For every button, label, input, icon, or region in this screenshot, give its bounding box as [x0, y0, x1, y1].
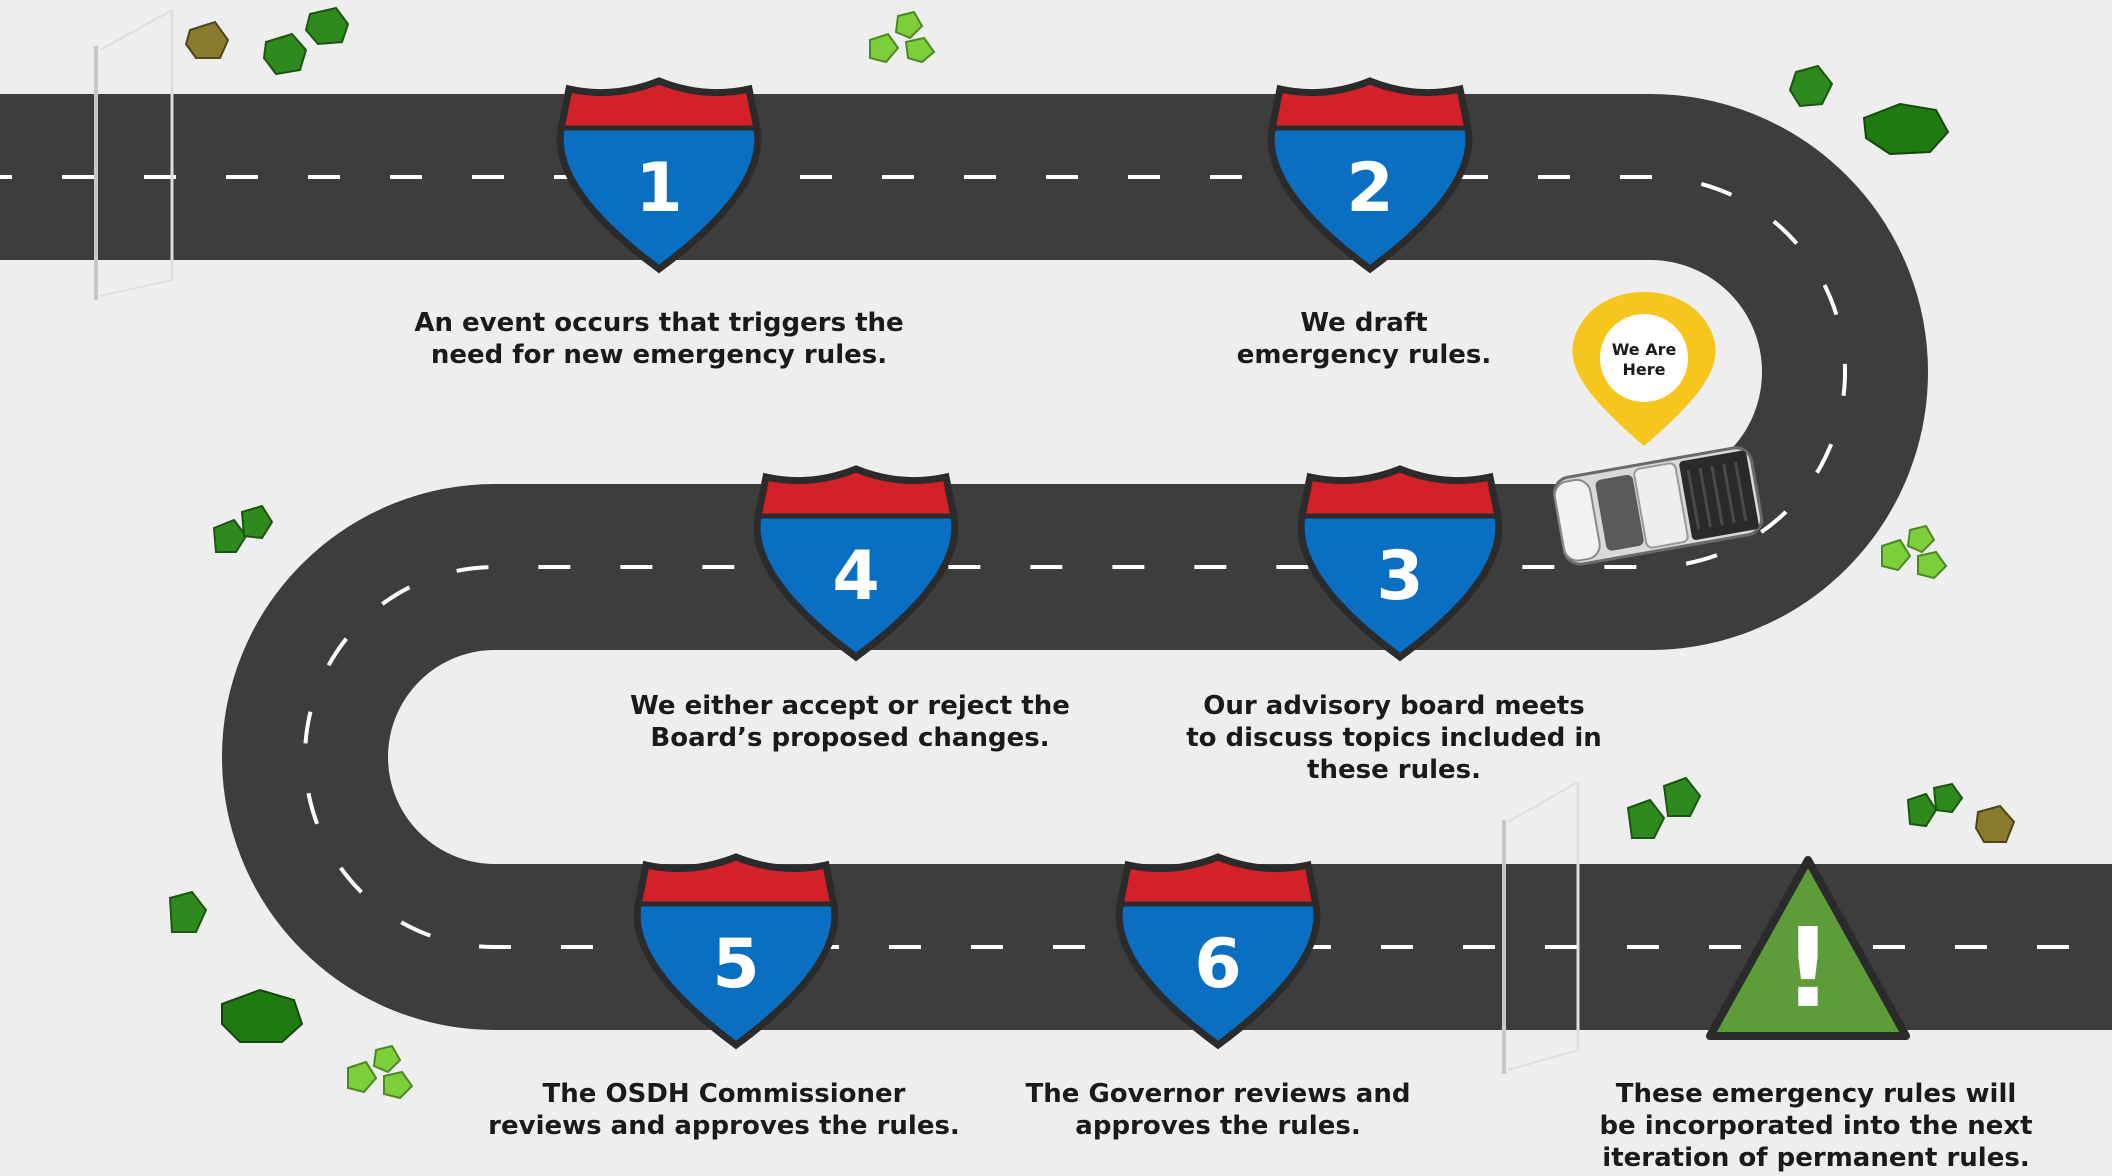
bush-icon [347, 1060, 378, 1094]
bush-icon [1662, 776, 1702, 817]
bush-icon [221, 988, 304, 1043]
fence-post-icon [94, 9, 174, 300]
warning-icon: ! [1706, 856, 1910, 1040]
bush-icon [1906, 524, 1936, 554]
final-caption-line-2: be incorporated into the next [1599, 1111, 2033, 1141]
final-caption: These emergency rules will be incorporat… [1566, 1078, 2066, 1174]
step-6-caption: The Governor reviews and approves the ru… [1003, 1078, 1433, 1142]
step-3-caption-line-3: these rules. [1307, 755, 1481, 785]
bush-icon [1932, 782, 1964, 814]
step-2-caption-line-1: We draft [1300, 308, 1428, 338]
bush-icon [1881, 538, 1912, 572]
step-2-caption: We draft emergency rules. [1159, 307, 1569, 371]
step-2-caption-line-2: emergency rules. [1236, 340, 1492, 370]
bush-icon [1626, 798, 1666, 839]
bush-icon [262, 32, 308, 76]
decorations [168, 6, 2016, 1100]
bush-icon [894, 10, 924, 40]
fence-post-icon [1502, 781, 1580, 1074]
bush-icon [869, 32, 900, 64]
bush-icon [304, 6, 350, 46]
warning-symbol: ! [1783, 904, 1833, 1032]
step-4-caption-line-2: Board’s proposed changes. [650, 723, 1050, 753]
final-caption-line-1: These emergency rules will [1615, 1079, 2017, 1109]
step-2-number: 2 [1346, 149, 1393, 228]
pickup-truck-icon [1552, 446, 1764, 566]
bush-icon [1906, 792, 1938, 828]
step-3-caption-line-2: to discuss topics included in [1186, 723, 1602, 753]
bush-icon [904, 36, 936, 64]
road [0, 94, 2112, 1030]
step-1-caption-line-2: need for new emergency rules. [430, 340, 888, 370]
location-pin-icon: We Are Here [1572, 292, 1716, 446]
step-6-number: 6 [1194, 925, 1241, 1004]
bush-icon [372, 1044, 402, 1074]
step-1-caption: An event occurs that triggers the need f… [389, 307, 929, 371]
step-3-caption: Our advisory board meets to discuss topi… [1164, 690, 1624, 786]
final-caption-line-3: iteration of permanent rules. [1602, 1143, 2030, 1173]
step-4-number: 4 [832, 537, 879, 616]
bush-icon [240, 504, 274, 540]
bush-icon [1917, 550, 1948, 580]
step-5-caption-line-2: reviews and approves the rules. [488, 1111, 960, 1141]
step-3-caption-line-1: Our advisory board meets [1203, 691, 1585, 721]
bush-icon [383, 1070, 414, 1100]
step-3-number: 3 [1376, 537, 1423, 616]
bush-icon [212, 518, 248, 553]
marker-label-line-1: We Are [1612, 340, 1677, 359]
step-4-caption: We either accept or reject the Board’s p… [600, 690, 1100, 754]
marker-label-line-2: Here [1623, 360, 1666, 379]
step-1-caption-line-1: An event occurs that triggers the [414, 308, 904, 338]
step-5-caption: The OSDH Commissioner reviews and approv… [474, 1078, 974, 1142]
step-1-number: 1 [635, 149, 682, 228]
step-5-number: 5 [712, 925, 759, 1004]
rock-icon [184, 20, 230, 59]
bush-icon [168, 890, 208, 933]
rock-icon [1974, 804, 2016, 843]
bush-icon [1862, 102, 1950, 156]
step-4-caption-line-1: We either accept or reject the [630, 691, 1070, 721]
step-6-caption-line-1: The Governor reviews and [1025, 1079, 1411, 1109]
step-6-caption-line-2: approves the rules. [1075, 1111, 1361, 1141]
bush-icon [1788, 64, 1834, 108]
step-5-caption-line-1: The OSDH Commissioner [542, 1079, 906, 1109]
